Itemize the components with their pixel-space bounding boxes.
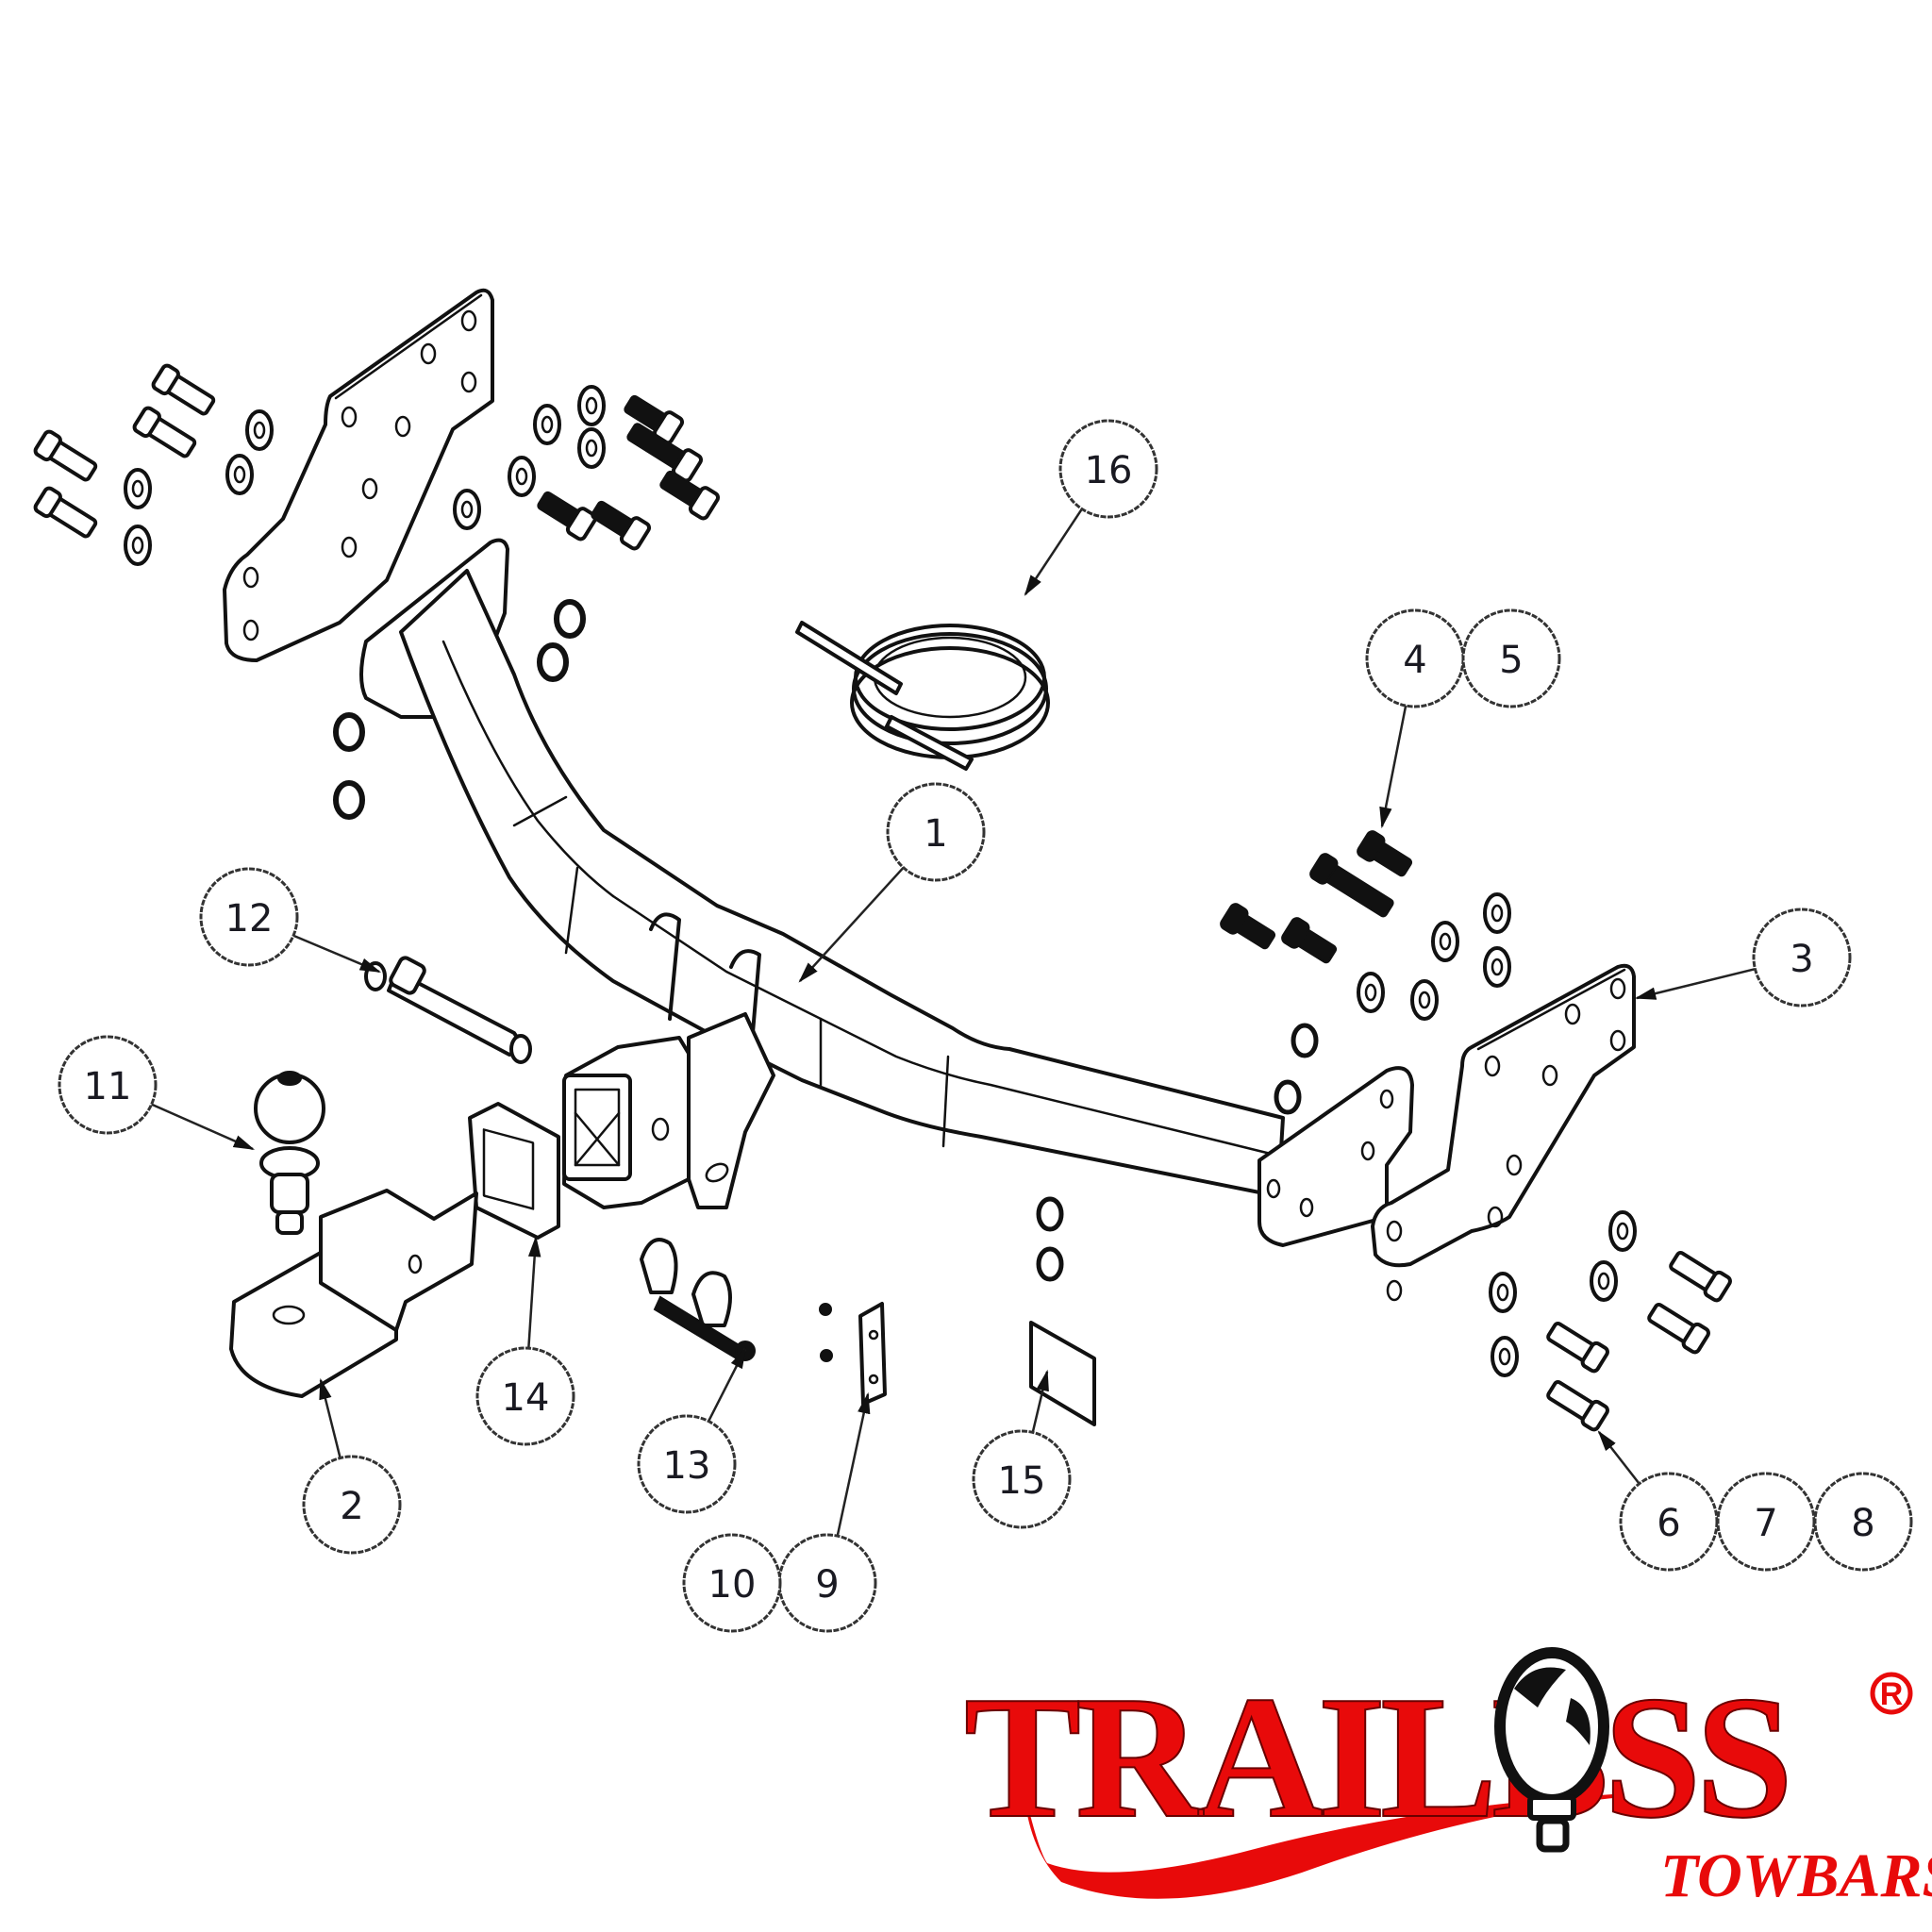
hitch-pin: [364, 956, 532, 1064]
receiver-cover: [468, 1102, 560, 1240]
callout-1: 1: [886, 782, 986, 882]
callout-12: 12: [199, 867, 299, 967]
callout-13: 13: [637, 1414, 737, 1514]
leader-line-15: [1031, 1369, 1049, 1433]
left-mounting-bracket: [223, 288, 494, 662]
callout-number: 15: [998, 1459, 1046, 1503]
callout-number: 8: [1851, 1502, 1874, 1545]
leader-line-12: [292, 934, 382, 974]
callout-5: 5: [1461, 608, 1561, 708]
logo-towball-icon: [1494, 1647, 1609, 1853]
callout-number: 1: [924, 812, 947, 856]
tow-ball: [254, 1071, 325, 1235]
callout-4: 4: [1365, 608, 1465, 708]
callout-number: 16: [1085, 449, 1133, 492]
callout-number: 14: [502, 1376, 550, 1420]
callout-leaders: [151, 508, 1756, 1537]
registered-mark: R: [1880, 1676, 1904, 1712]
callout-circle: [58, 1035, 158, 1135]
callout-circle: [1461, 608, 1561, 708]
callout-number: 9: [815, 1563, 839, 1607]
callout-circle: [302, 1455, 402, 1555]
callout-9: 9: [777, 1533, 877, 1633]
leader-line-14: [527, 1235, 541, 1349]
callout-number: 3: [1790, 938, 1813, 981]
left-bolts: [33, 363, 216, 539]
main-crossbar: [359, 538, 1414, 1247]
rivets: [819, 1303, 833, 1362]
callout-circle: [1058, 419, 1158, 519]
leader-line-16: [1024, 508, 1083, 596]
callout-number: 10: [708, 1563, 757, 1607]
callout-circle: [972, 1429, 1072, 1529]
left-solid-bolts: [537, 394, 721, 551]
leader-line-4: [1379, 705, 1407, 829]
leader-line-2: [319, 1377, 341, 1458]
callout-circle: [637, 1414, 737, 1514]
left-nuts: [333, 599, 586, 820]
callout-number: 13: [663, 1444, 711, 1488]
callout-circle: [1752, 908, 1852, 1008]
left-washers: [124, 385, 606, 566]
callout-circle: [886, 782, 986, 882]
callout-circle: [1813, 1472, 1913, 1572]
leader-line-13: [707, 1346, 747, 1423]
callout-10: 10: [682, 1533, 782, 1633]
leader-line-3: [1634, 967, 1756, 1000]
leader-line-9: [836, 1391, 871, 1537]
logo-text-right: SS: [1604, 1660, 1788, 1855]
callout-11: 11: [58, 1035, 158, 1135]
callout-number: 5: [1499, 639, 1523, 682]
right-mounting-bracket: [1371, 963, 1636, 1302]
wiring-coil: [795, 621, 1050, 771]
callout-3: 3: [1752, 908, 1852, 1008]
leader-line-1: [798, 866, 905, 983]
callout-number: 11: [84, 1065, 132, 1108]
callout-number: 6: [1657, 1502, 1680, 1545]
brand-logo: TRAILB SS R TOWBARS: [963, 1647, 1932, 1910]
logo-swoosh: [1024, 1788, 1623, 1899]
ball-mount: [229, 1189, 478, 1398]
callout-7: 7: [1716, 1472, 1816, 1572]
receiver-hitch: [562, 1012, 775, 1209]
right-lower-fasteners: [1489, 1210, 1732, 1432]
logo-tagline: TOWBARS: [1660, 1841, 1932, 1910]
rating-plate: [858, 1302, 887, 1406]
callout-circle: [199, 867, 299, 967]
registered-mark-icon: [1870, 1672, 1913, 1715]
leader-line-11: [151, 1103, 256, 1151]
compliance-label: [1029, 1196, 1096, 1426]
right-upper-bolts: [1220, 830, 1413, 964]
callout-number: 4: [1403, 639, 1426, 682]
callout-14: 14: [475, 1346, 575, 1446]
callout-16: 16: [1058, 419, 1158, 519]
callout-number: 7: [1754, 1502, 1777, 1545]
callout-number: 2: [340, 1485, 363, 1528]
safety-shackles: [640, 1238, 756, 1362]
callout-circle: [682, 1533, 782, 1633]
callout-circle: [475, 1346, 575, 1446]
callout-8: 8: [1813, 1472, 1913, 1572]
callout-2: 2: [302, 1455, 402, 1555]
callout-6: 6: [1619, 1472, 1719, 1572]
callout-15: 15: [972, 1429, 1072, 1529]
right-washers: [1274, 892, 1511, 1115]
leader-line-6: [1597, 1430, 1641, 1485]
callout-number: 12: [225, 897, 274, 941]
